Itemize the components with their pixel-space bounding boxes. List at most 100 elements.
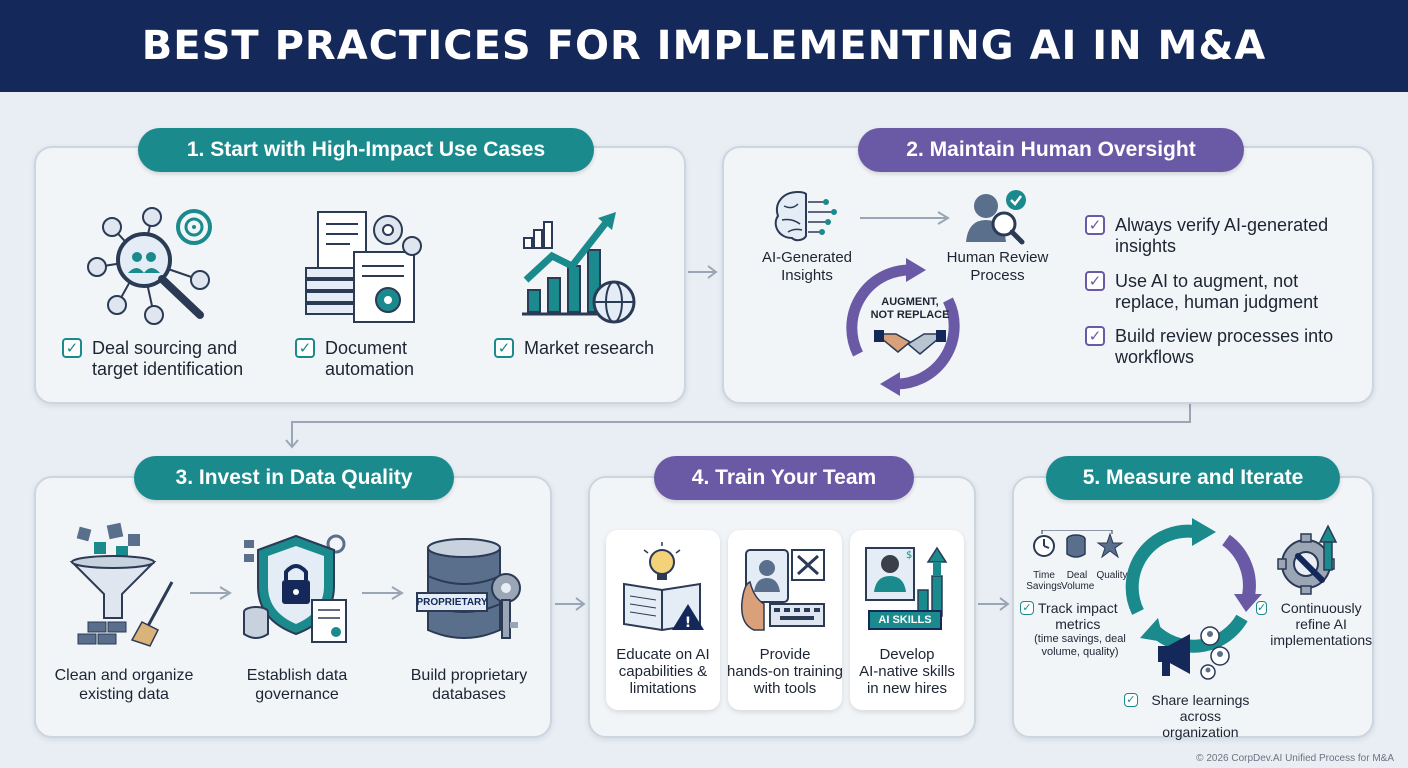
iterate-share: ✓ Share learnings across organization — [1124, 692, 1260, 740]
gear-wrench-icon — [1277, 524, 1338, 595]
checkbox-icon: ✓ — [1124, 693, 1138, 707]
check-label: Build review processes into — [1115, 326, 1334, 346]
use-case-document-automation: ✓ Document automation — [295, 338, 414, 380]
check-label: Always verify AI-generated — [1115, 215, 1329, 235]
section-3-heading: 3. Invest in Data Quality — [134, 456, 454, 500]
brain-circuit-icon — [774, 190, 837, 242]
section-5-heading: 5. Measure and Iterate — [1046, 456, 1340, 500]
card-label: Provide — [759, 646, 811, 663]
card-label: AI-native skills — [859, 663, 955, 680]
section-1-heading: 1. Start with High-Impact Use Cases — [138, 128, 594, 172]
card-label: capabilities & — [618, 663, 708, 680]
use-case-deal-sourcing: ✓ Deal sourcing and target identificatio… — [62, 338, 243, 380]
iterate-track-metrics: ✓ Track impact metrics (time savings, de… — [1020, 600, 1140, 659]
tablet-tools-icon — [741, 549, 825, 631]
training-label-skills: Develop AI-native skills in new hires — [846, 646, 968, 697]
share-label: Share learnings — [1151, 692, 1250, 708]
oversight-check-2: ✓ Use AI to augment, not replace, human … — [1085, 271, 1318, 313]
person-review-icon — [966, 190, 1026, 245]
svg-text:$: $ — [906, 550, 912, 561]
label-line: Process — [970, 267, 1025, 284]
checkbox-icon: ✓ — [494, 338, 514, 358]
book-lightbulb-icon: ! — [623, 542, 704, 632]
section-2-panel — [722, 146, 1374, 404]
label-line: NOT REPLACE — [870, 309, 950, 321]
track-label: Track impact — [1038, 600, 1118, 616]
ai-skills-badge: AI SKILLS — [868, 610, 942, 630]
oversight-check-3: ✓ Build review processes into workflows — [1085, 326, 1333, 368]
svg-text:!: ! — [685, 615, 691, 631]
checkbox-icon: ✓ — [1085, 215, 1105, 235]
section-2-heading: 2. Maintain Human Oversight — [858, 128, 1244, 172]
metrics-icons — [1033, 530, 1124, 559]
data-step-database: Build proprietary databases — [396, 666, 542, 704]
checkbox-icon: ✓ — [1085, 326, 1105, 346]
shield-lock-icon — [243, 534, 347, 643]
use-case-label: Document — [325, 338, 408, 358]
data-step-governance: Establish data governance — [226, 666, 368, 704]
arrow-right-icon — [190, 586, 232, 600]
metric-label-quality: Quality — [1096, 570, 1128, 581]
checkbox-icon: ✓ — [295, 338, 315, 358]
growth-chart-globe-icon — [522, 212, 636, 324]
person-growth-icon: $ — [865, 546, 948, 617]
checkbox-icon: ✓ — [1085, 271, 1105, 291]
refine-label: implementations — [1270, 632, 1373, 648]
network-search-icon — [87, 207, 212, 325]
step-label: Build proprietary — [410, 667, 528, 684]
cycle-arrows-icon — [846, 258, 960, 396]
human-review-label: Human Review Process — [940, 249, 1055, 285]
label-line: Human Review — [946, 249, 1049, 266]
check-label: Use AI to augment, not — [1115, 271, 1299, 291]
oversight-check-1: ✓ Always verify AI-generated insights — [1085, 215, 1328, 257]
augment-label: AUGMENT, NOT REPLACE — [860, 296, 960, 322]
step-label: databases — [432, 686, 506, 703]
funnel-broom-icon — [69, 522, 174, 647]
card-label: Develop — [879, 646, 935, 663]
metric-label-time: Time Savings — [1026, 570, 1062, 592]
label-line: AI-Generated — [761, 249, 853, 266]
data-step-clean: Clean and organize existing data — [50, 666, 198, 704]
use-case-label: target identification — [92, 359, 244, 379]
check-label: insights — [1115, 236, 1177, 256]
card-label: Educate on AI — [616, 646, 710, 663]
title-banner: BEST PRACTICES FOR IMPLEMENTING AI IN M&… — [0, 0, 1408, 92]
checkbox-icon: ✓ — [62, 338, 82, 358]
step-label: governance — [255, 686, 339, 703]
use-case-label: Market research — [524, 338, 655, 358]
proprietary-badge: PROPRIETARY — [416, 592, 488, 612]
label-line: Insights — [781, 267, 833, 284]
megaphone-people-icon — [1158, 626, 1230, 680]
card-label: with tools — [753, 680, 817, 697]
use-case-label: automation — [325, 359, 415, 379]
arrow-right-icon — [860, 211, 950, 225]
copyright-footer: © 2026 CorpDev.AI Unified Process for M&… — [1196, 753, 1394, 764]
iterate-cycle-icon — [1125, 518, 1262, 653]
page-title: BEST PRACTICES FOR IMPLEMENTING AI IN M&… — [141, 23, 1267, 69]
iterate-refine: ✓ Continuously refine AI implementations — [1256, 600, 1372, 648]
training-label-hands-on: Provide hands-on training with tools — [724, 646, 846, 697]
track-sublabel: volume, quality) — [1041, 646, 1119, 658]
document-gears-icon — [305, 211, 422, 323]
check-label: workflows — [1115, 347, 1195, 367]
card-label: in new hires — [866, 680, 948, 697]
card-label: hands-on training — [727, 663, 843, 680]
use-case-label: Deal sourcing and — [92, 338, 238, 358]
use-case-market-research: ✓ Market research — [494, 338, 654, 359]
refine-label: Continuously — [1280, 600, 1362, 616]
arrow-right-icon — [362, 586, 404, 600]
checkbox-icon: ✓ — [1020, 601, 1034, 615]
refine-label: refine AI — [1295, 616, 1347, 632]
card-label: limitations — [629, 680, 697, 697]
step-label: Establish data — [246, 667, 348, 684]
check-label: replace, human judgment — [1115, 292, 1319, 312]
label-line: AUGMENT, — [881, 296, 939, 308]
share-label: across organization — [1162, 708, 1239, 740]
ai-insights-label: AI-Generated Insights — [752, 249, 862, 285]
track-sublabel: (time savings, deal — [1034, 633, 1126, 645]
checkbox-icon: ✓ — [1256, 601, 1268, 615]
track-label: metrics — [1055, 616, 1101, 632]
metric-label-volume: Deal Volume — [1061, 570, 1095, 592]
training-label-educate: Educate on AI capabilities & limitations — [606, 646, 720, 697]
